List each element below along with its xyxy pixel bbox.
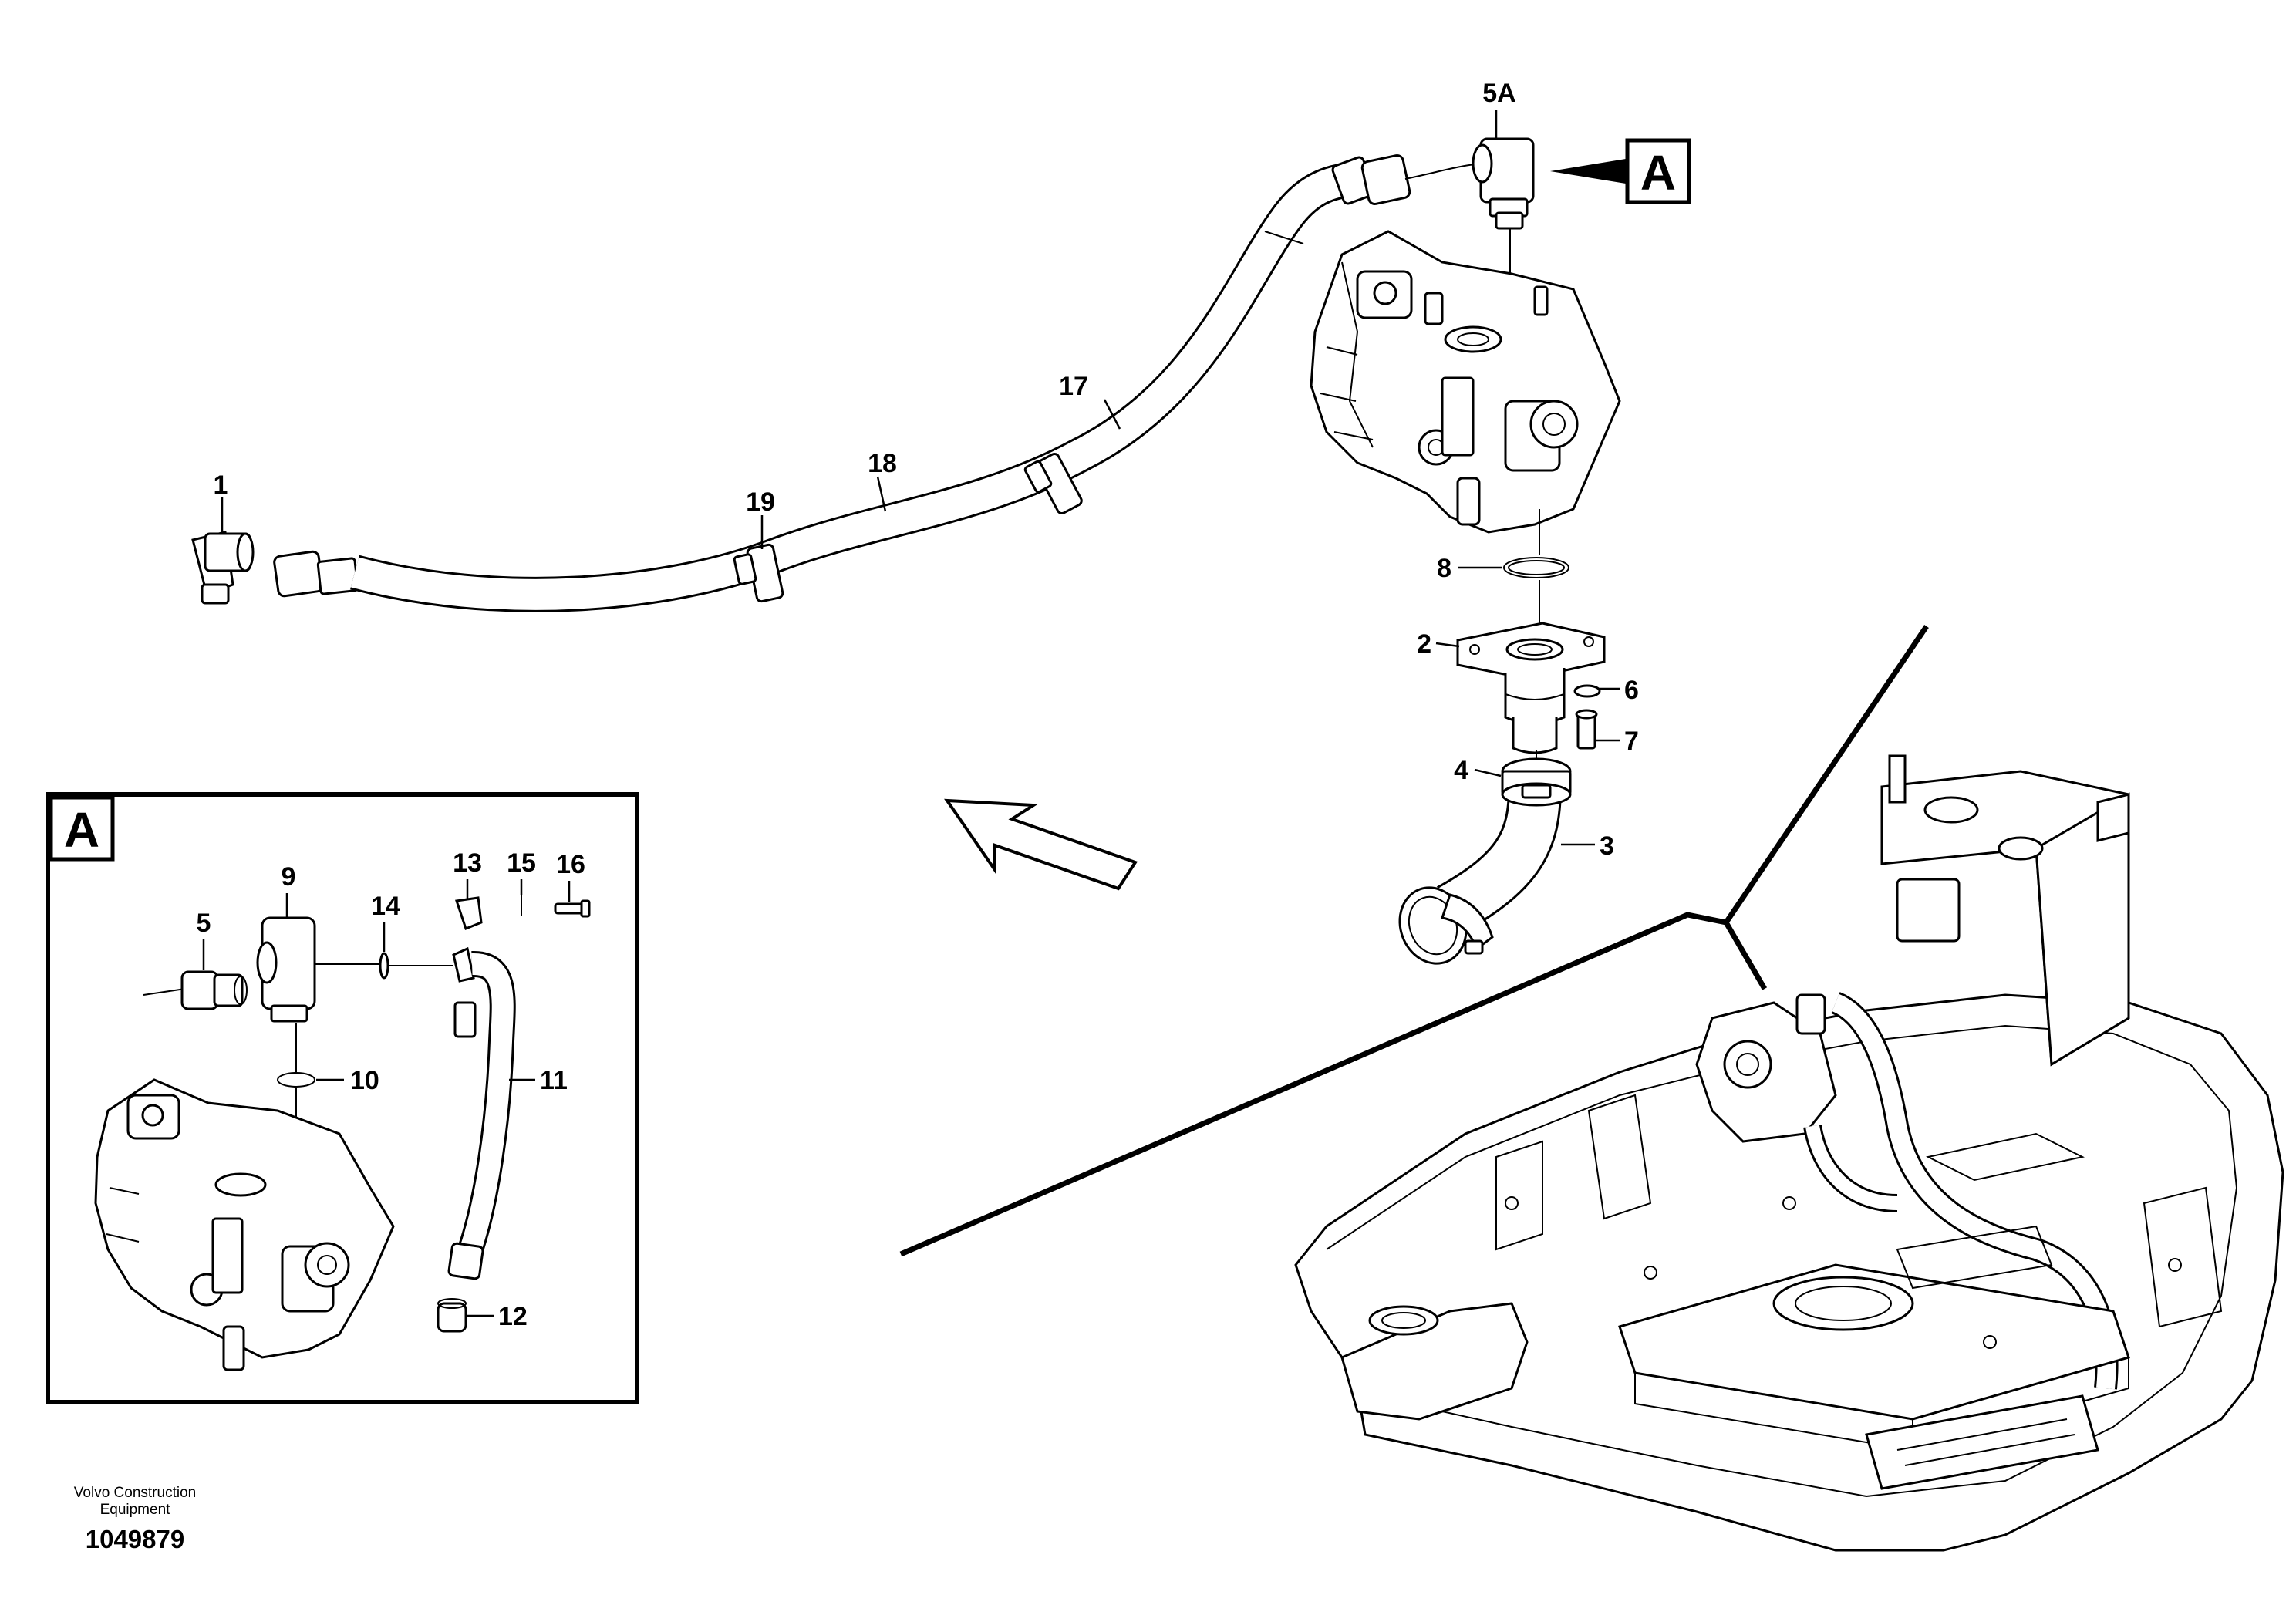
hydraulic-pump bbox=[1310, 230, 1621, 555]
machine-overview bbox=[899, 625, 2284, 1552]
callout-1: 1 bbox=[214, 470, 228, 500]
callout-14: 14 bbox=[371, 892, 400, 921]
washer-6 bbox=[1573, 684, 1601, 698]
brand-name-line-1: Volvo Construction bbox=[73, 1485, 197, 1501]
inset-hose-11 bbox=[447, 946, 516, 1280]
inset-pump bbox=[94, 1078, 395, 1371]
callout-17: 17 bbox=[1059, 372, 1088, 401]
document-number: 1049879 bbox=[85, 1525, 185, 1553]
callout-10: 10 bbox=[350, 1066, 379, 1095]
callout-9: 9 bbox=[282, 862, 296, 892]
callout-4: 4 bbox=[1454, 756, 1468, 785]
callout-15: 15 bbox=[507, 848, 536, 878]
inset-cap-12 bbox=[437, 1298, 467, 1333]
o-ring-8 bbox=[1503, 557, 1569, 578]
detail-reference-arrow bbox=[1550, 159, 1626, 184]
flange-2 bbox=[1456, 622, 1606, 754]
hose-clamp-19 bbox=[733, 452, 1083, 603]
callout-18: 18 bbox=[868, 449, 897, 478]
fitting-5a bbox=[1472, 137, 1535, 324]
inset-tag-letter: A bbox=[64, 802, 99, 858]
inset-fitting-5 bbox=[143, 970, 248, 1010]
callout-19: 19 bbox=[746, 487, 775, 517]
callout-3: 3 bbox=[1600, 831, 1614, 861]
suction-hose-3 bbox=[1398, 786, 1562, 965]
hose-assembly bbox=[191, 153, 1489, 612]
detail-tag-letter: A bbox=[1640, 145, 1676, 201]
elbow-fitting-1 bbox=[191, 531, 255, 605]
callout-2: 2 bbox=[1417, 629, 1431, 659]
callout-6: 6 bbox=[1624, 676, 1639, 705]
callout-13: 13 bbox=[453, 848, 482, 878]
inset-elbow-9 bbox=[256, 916, 382, 1023]
detail-inset: A bbox=[46, 792, 639, 1404]
callouts: 1 19 18 17 5A 8 2 6 7 4 3 bbox=[214, 79, 1639, 861]
inset-screw-16 bbox=[554, 899, 591, 918]
detail-tag-a: A bbox=[1625, 138, 1691, 204]
callout-5: 5 bbox=[197, 909, 211, 938]
callout-7: 7 bbox=[1624, 727, 1639, 756]
hose-clamp-4 bbox=[1501, 757, 1572, 807]
inset-connector-13 bbox=[455, 896, 483, 930]
callout-8: 8 bbox=[1437, 554, 1451, 583]
callout-11: 11 bbox=[540, 1066, 568, 1095]
callout-12: 12 bbox=[498, 1302, 528, 1331]
footer: Volvo Construction Equipment 1049879 bbox=[54, 1485, 216, 1554]
leader-lines bbox=[221, 110, 1620, 846]
bolt-7 bbox=[1575, 709, 1598, 750]
direction-arrow bbox=[944, 798, 1138, 891]
callout-5a: 5A bbox=[1482, 79, 1515, 108]
callout-16: 16 bbox=[556, 850, 585, 879]
brand-name-line-2: Equipment bbox=[99, 1502, 170, 1518]
